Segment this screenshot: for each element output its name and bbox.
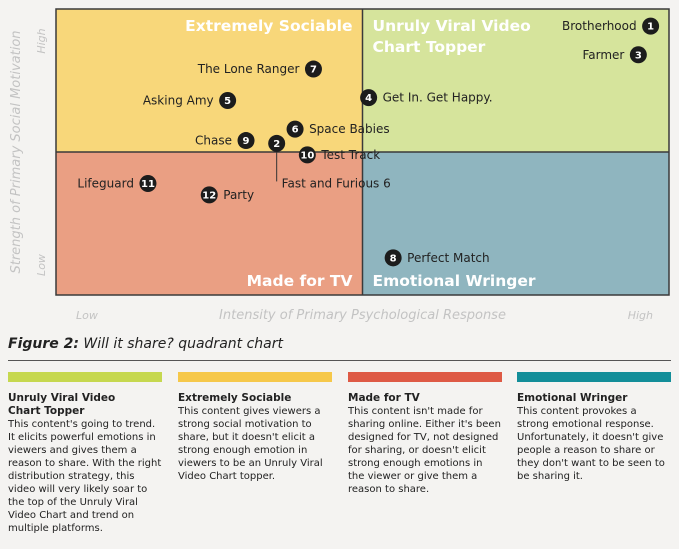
legend-title: Emotional Wringer bbox=[517, 392, 671, 405]
data-point-9 bbox=[237, 132, 255, 150]
quadrant-label-top-left: Extremely Sociable bbox=[185, 17, 352, 35]
legend-title: Made for TV bbox=[348, 392, 502, 405]
quadrant-top-right bbox=[362, 9, 669, 152]
data-point-label: Brotherhood bbox=[562, 19, 637, 33]
data-point-label: Space Babies bbox=[309, 122, 390, 136]
legend-color-bar bbox=[8, 372, 162, 382]
legend-title-line: Made for TV bbox=[348, 392, 420, 404]
data-point-number: 2 bbox=[273, 139, 280, 150]
data-point-number: 8 bbox=[390, 253, 397, 264]
quadrant-label-bottom-right: Emotional Wringer bbox=[373, 272, 536, 290]
data-point-number: 6 bbox=[292, 125, 299, 136]
data-point-12 bbox=[200, 186, 218, 204]
data-point-4 bbox=[360, 89, 378, 107]
x-tick-low: Low bbox=[76, 309, 98, 322]
data-point-10 bbox=[298, 146, 316, 164]
legend-description: This content provokes a strong emotional… bbox=[517, 406, 665, 482]
data-point-7 bbox=[304, 60, 322, 78]
legend-item-made-for-tv: Made for TV This content isn't made for … bbox=[348, 372, 502, 496]
y-axis-title: Strength of Primary Social Motivation bbox=[9, 30, 24, 273]
y-tick-high: High bbox=[35, 28, 48, 53]
y-tick-low: Low bbox=[35, 254, 48, 276]
data-point-number: 11 bbox=[141, 179, 155, 190]
quadrant-label-top-right: Unruly Viral Video bbox=[373, 17, 531, 35]
data-point-label: Perfect Match bbox=[407, 251, 489, 265]
quadrant-chart: Extremely Sociable Unruly Viral VideoChar… bbox=[9, 8, 670, 323]
legend-item-sociable: Extremely Sociable This content gives vi… bbox=[178, 372, 332, 483]
data-point-8 bbox=[384, 249, 402, 267]
data-point-number: 7 bbox=[310, 65, 317, 76]
legend-description: This content gives viewers a strong soci… bbox=[178, 406, 323, 482]
legend-title-line: Unruly Viral Video bbox=[8, 392, 116, 404]
legend-title-line: Extremely Sociable bbox=[178, 392, 292, 404]
legend-description: This content's going to trend. It elicit… bbox=[8, 419, 162, 534]
quadrant-top-left bbox=[56, 9, 363, 152]
data-point-number: 3 bbox=[635, 50, 642, 61]
data-point-number: 5 bbox=[224, 96, 231, 107]
data-point-2 bbox=[268, 134, 286, 152]
data-point-label: Get In. Get Happy. bbox=[383, 91, 493, 105]
legend-color-bar bbox=[517, 372, 671, 382]
caption-divider bbox=[8, 360, 671, 361]
quadrant-label-bottom-left: Made for TV bbox=[247, 272, 353, 290]
legend-item-emotional-wringer: Emotional Wringer This content provokes … bbox=[517, 372, 671, 483]
data-point-6 bbox=[286, 120, 304, 138]
data-point-label: Chase bbox=[195, 134, 232, 148]
legend-color-bar bbox=[348, 372, 502, 382]
data-point-label: Asking Amy bbox=[143, 94, 214, 108]
legend-title: Extremely Sociable bbox=[178, 392, 332, 405]
legend-title-line: Emotional Wringer bbox=[517, 392, 628, 404]
figure-caption: Figure 2: Will it share? quadrant chart bbox=[8, 336, 283, 352]
quadrant-label-top-right: Chart Topper bbox=[373, 38, 486, 56]
data-point-number: 9 bbox=[243, 136, 250, 147]
data-point-label: Farmer bbox=[582, 48, 624, 62]
data-point-number: 1 bbox=[647, 22, 654, 33]
quadrant-bottom-right bbox=[362, 152, 669, 295]
legend-description: This content isn't made for sharing onli… bbox=[348, 406, 501, 495]
x-tick-high: High bbox=[628, 309, 653, 322]
legend-color-bar bbox=[178, 372, 332, 382]
data-point-label: Lifeguard bbox=[77, 176, 134, 190]
legend-title-line: Chart Topper bbox=[8, 405, 85, 417]
data-point-number: 4 bbox=[365, 93, 372, 104]
legend-item-viral: Unruly Viral Video Chart Topper This con… bbox=[8, 372, 162, 535]
data-point-label: The Lone Ranger bbox=[197, 62, 300, 76]
x-axis-title: Intensity of Primary Psychological Respo… bbox=[219, 308, 506, 323]
data-point-5 bbox=[219, 92, 237, 110]
legend-title: Unruly Viral Video Chart Topper bbox=[8, 392, 162, 418]
data-point-11 bbox=[139, 174, 157, 192]
quadrant-bottom-left bbox=[56, 152, 363, 295]
data-point-1 bbox=[642, 17, 660, 35]
caption-bold: Figure 2: bbox=[8, 336, 79, 352]
data-point-label: Party bbox=[223, 188, 254, 202]
caption-text: Will it share? quadrant chart bbox=[78, 336, 283, 352]
data-point-label: Test Track bbox=[320, 148, 380, 162]
data-point-label: Fast and Furious 6 bbox=[282, 176, 391, 190]
data-point-number: 12 bbox=[202, 190, 216, 201]
data-point-3 bbox=[629, 46, 647, 64]
data-point-number: 10 bbox=[300, 150, 314, 161]
